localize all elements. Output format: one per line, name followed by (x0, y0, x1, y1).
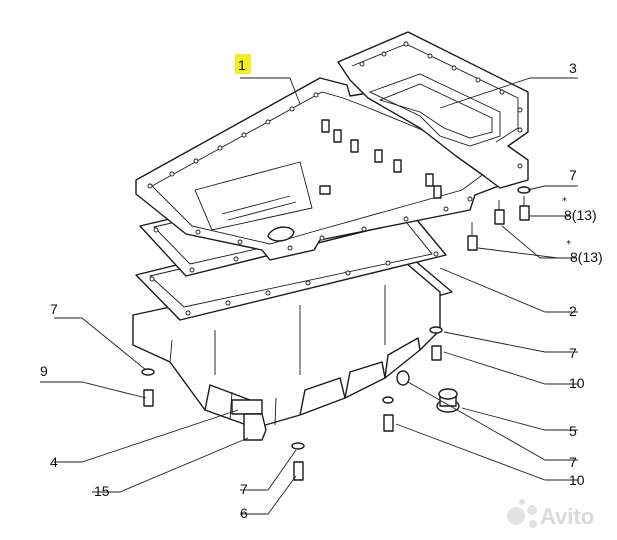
washer-right-top (517, 186, 531, 194)
drain-plug-washer (396, 370, 410, 386)
callout-15: 15 (94, 483, 110, 499)
callout-3: 3 (569, 60, 577, 76)
callout-1: 1 (238, 57, 246, 73)
washer-left (141, 368, 155, 376)
rear-cover-plate (337, 31, 529, 189)
washer-bottom-mid (382, 396, 394, 404)
callout-8-b: 8(13) (570, 249, 603, 265)
bolt-right-mid (431, 345, 442, 361)
callout-5: 5 (569, 423, 577, 439)
bolt-right-a (519, 196, 530, 221)
callout-10-a: 10 (569, 375, 585, 391)
callout-9: 9 (40, 363, 48, 379)
bolt-right-c (467, 222, 478, 251)
watermark-text: Avito (540, 504, 594, 529)
avito-watermark: Avito (507, 499, 594, 529)
star-mark-a: * (562, 196, 567, 207)
callout-6: 6 (240, 505, 248, 521)
top-cover-studs (321, 119, 442, 199)
callout-7-e: 7 (240, 481, 248, 497)
callouts: 1 3 7 * 8(13) * 8(13) 2 7 10 5 7 10 7 9 … (40, 54, 603, 521)
callout-7-d: 7 (50, 301, 58, 317)
bolt-bottom (293, 461, 304, 481)
avito-logo-icon (507, 499, 537, 528)
bolt-right-b (494, 200, 505, 225)
drain-plug (436, 388, 460, 413)
bolt-bottom-mid (383, 414, 394, 432)
star-mark-b: * (566, 239, 571, 250)
callout-4: 4 (50, 454, 58, 470)
highlight-box (235, 54, 251, 74)
washer-bottom (291, 442, 305, 450)
fasteners (141, 186, 531, 481)
callout-7-b: 7 (569, 345, 577, 361)
callout-7-c: 7 (569, 454, 577, 470)
callout-2: 2 (569, 303, 577, 319)
leader-lines (40, 77, 578, 515)
callout-7-a: 7 (569, 167, 577, 183)
bolt-left (143, 389, 154, 407)
washer-right-mid (429, 326, 443, 334)
callout-10-b: 10 (569, 472, 585, 488)
callout-8-a: 8(13) (564, 207, 597, 223)
